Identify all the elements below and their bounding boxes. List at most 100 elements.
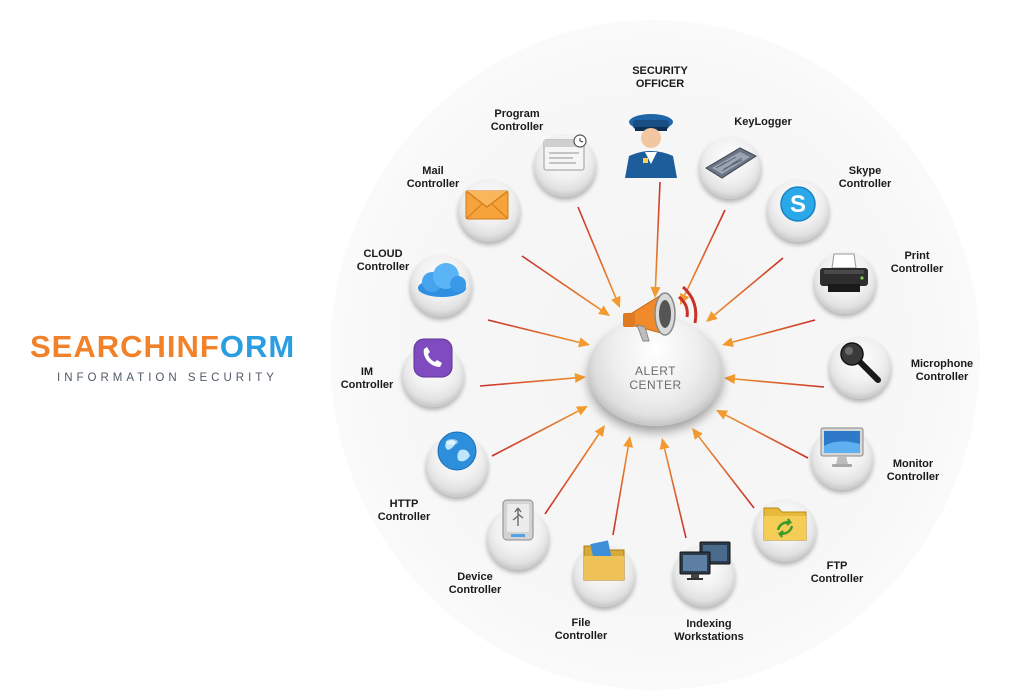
http-controller-line2: Controller	[377, 511, 431, 523]
security-officer-arrow	[654, 181, 661, 288]
microphone-controller-label: Microphone Controller	[887, 358, 997, 384]
indexing-workstations-line2: Workstations	[674, 631, 744, 643]
cloud-icon	[418, 263, 466, 297]
printer-icon	[820, 253, 868, 292]
mail-arrow	[521, 255, 602, 311]
keyboard-icon	[705, 147, 758, 179]
alert-center-line2: CENTER	[629, 378, 682, 392]
mail-controller-label: Mail Controller	[378, 165, 488, 191]
microphone-icon	[840, 342, 881, 383]
security-officer-icon	[625, 114, 677, 178]
device-controller-line1: Device	[457, 571, 493, 583]
cloud-arrowhead	[578, 337, 590, 348]
program-arrow	[577, 206, 617, 299]
skype-arrow	[713, 257, 784, 316]
program-window-icon	[543, 134, 587, 171]
print-controller-label: Print Controller	[862, 250, 972, 276]
alert-center-line1: ALERT	[635, 364, 676, 378]
device-arrowhead	[594, 425, 605, 437]
svg-text:S: S	[790, 191, 806, 218]
indexing-workstations-label: Indexing Workstations	[654, 618, 764, 644]
globe-icon	[437, 431, 477, 471]
indexing-arrowhead	[659, 438, 670, 450]
file-folder-icon	[583, 540, 625, 581]
print-controller-line1: Print	[904, 250, 930, 262]
monitor-arrow	[725, 414, 809, 459]
ftp-controller-label: FTP Controller	[782, 560, 892, 586]
http-arrowhead	[575, 406, 588, 416]
monitor-controller-label: Monitor Controller	[858, 458, 968, 484]
brand-name: SEARCHINFORM	[30, 330, 305, 364]
keylogger-line1: KeyLogger	[734, 116, 792, 128]
skype-icon: S	[780, 186, 816, 222]
monitor-arrowhead	[716, 410, 729, 420]
ftp-arrow	[698, 436, 755, 509]
ftp-controller-line1: FTP	[826, 560, 848, 572]
brand-name-part1: SEARCHINF	[30, 329, 220, 364]
keylogger-arrow	[683, 209, 726, 296]
skype-controller-line2: Controller	[838, 178, 892, 190]
brand-name-part3: RM	[244, 329, 296, 364]
microphone-arrowhead	[724, 374, 736, 384]
monitor-controller-line2: Controller	[886, 471, 940, 483]
im-arrow	[479, 377, 576, 387]
file-controller-line2: Controller	[554, 630, 608, 642]
im-arrowhead	[574, 372, 586, 383]
alert-center-label: ALERT CENTER	[588, 364, 723, 392]
device-controller-label: Device Controller	[420, 571, 530, 597]
im-controller-line1: IM	[360, 366, 374, 378]
device-controller-line2: Controller	[448, 584, 502, 596]
program-controller-line1: Program	[494, 108, 540, 120]
program-arrowhead	[611, 295, 621, 308]
ftp-arrowhead	[692, 428, 703, 440]
brand-tagline: INFORMATION SECURITY	[57, 372, 278, 384]
workstations-icon	[679, 541, 731, 580]
print-arrowhead	[722, 337, 734, 347]
security-officer-line1: SECURITY	[632, 65, 688, 77]
cloud-arrow	[487, 319, 580, 344]
mail-arrowhead	[598, 305, 610, 316]
http-controller-line1: HTTP	[389, 498, 419, 510]
keylogger-label: KeyLogger	[708, 116, 818, 129]
cloud-controller-line2: Controller	[356, 261, 410, 273]
microphone-controller-line1: Microphone	[910, 358, 974, 370]
cloud-controller-label: CLOUD Controller	[328, 248, 438, 274]
im-controller-label: IM Controller	[312, 366, 422, 392]
brand-name-part2: O	[219, 329, 245, 364]
mail-controller-line2: Controller	[406, 178, 460, 190]
microphone-controller-line2: Controller	[915, 371, 969, 383]
messenger-icon	[413, 338, 453, 378]
monitor-controller-line1: Monitor	[892, 458, 934, 470]
skype-arrowhead	[706, 311, 718, 322]
monitor-icon	[820, 427, 864, 467]
ftp-controller-line2: Controller	[810, 573, 864, 585]
skype-controller-line1: Skype	[848, 165, 882, 177]
security-officer-label: SECURITY OFFICER	[605, 65, 715, 91]
brand-logo: SEARCHINFORM INFORMATION SECURITY	[30, 330, 305, 385]
microphone-arrow	[734, 378, 825, 388]
file-arrowhead	[623, 436, 634, 448]
print-arrow	[732, 319, 816, 343]
file-controller-line1: File	[571, 617, 591, 629]
http-arrow	[491, 410, 579, 457]
device-arrow	[544, 433, 600, 515]
mail-controller-line1: Mail	[422, 165, 444, 177]
cloud-controller-line1: CLOUD	[363, 248, 403, 260]
print-controller-line2: Controller	[890, 263, 944, 275]
security-officer-arrowhead	[650, 286, 661, 298]
im-controller-line2: Controller	[340, 379, 394, 391]
indexing-workstations-line1: Indexing	[686, 618, 732, 630]
ftp-folder-icon	[763, 507, 807, 541]
alert-center-pedestal	[588, 318, 723, 426]
usb-device-icon	[502, 499, 534, 541]
envelope-icon	[465, 190, 509, 220]
megaphone-icon	[623, 285, 698, 342]
http-controller-label: HTTP Controller	[349, 498, 459, 524]
file-arrow	[612, 446, 629, 536]
program-controller-label: Program Controller	[462, 108, 572, 134]
file-controller-label: File Controller	[526, 617, 636, 643]
skype-controller-label: Skype Controller	[810, 165, 920, 191]
indexing-arrow	[663, 448, 687, 539]
program-controller-line2: Controller	[490, 121, 544, 133]
